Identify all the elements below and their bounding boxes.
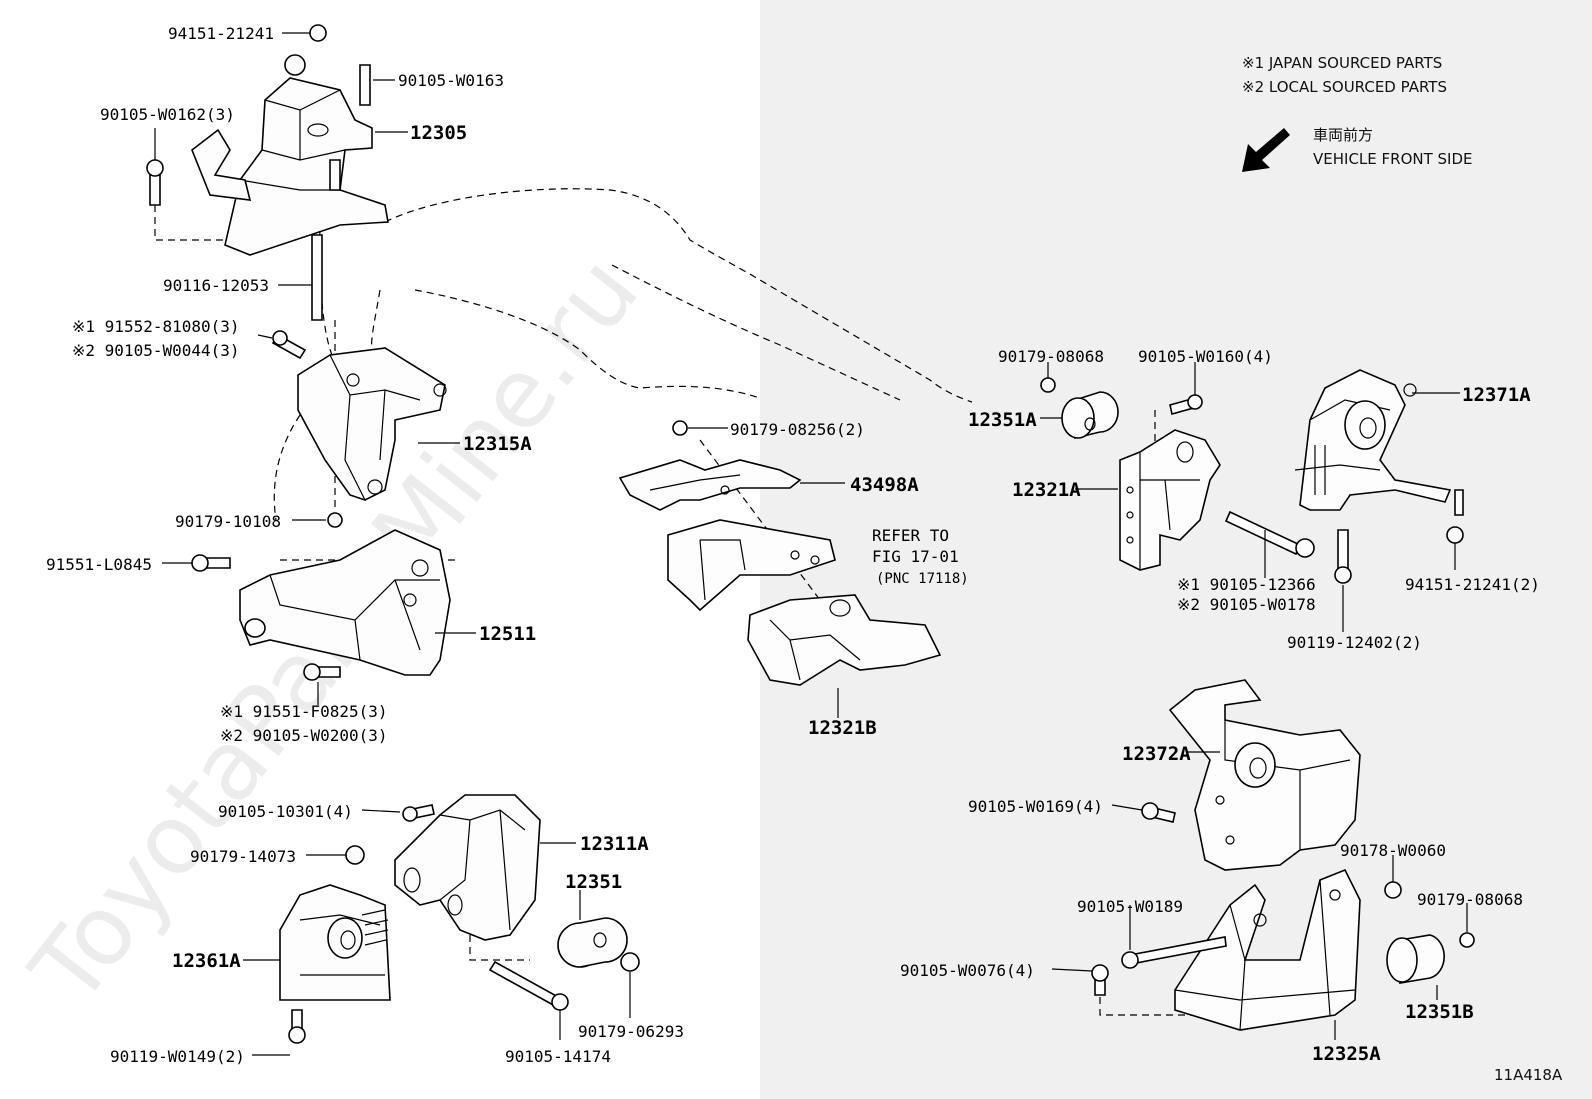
- label-90179-08068-a[interactable]: 90179-08068: [998, 347, 1104, 366]
- part-12372A-mount: [1168, 679, 1361, 871]
- nut-90179-06293: [620, 952, 640, 972]
- nut-94151-21241: [309, 24, 327, 42]
- label-90105-W0189[interactable]: 90105-W0189: [1077, 897, 1183, 916]
- refer-note: REFER TO FIG 17-01 (PNC 17118): [872, 526, 969, 587]
- bolt-90105-W0163: [359, 64, 371, 106]
- legend-note-2: ※2 LOCAL SOURCED PARTS: [1242, 78, 1447, 96]
- nut-94151-21241-b: [1446, 526, 1464, 544]
- part-12305-bracket: [191, 54, 389, 256]
- label-90105-W0169[interactable]: 90105-W0169(4): [968, 797, 1103, 816]
- label-12372A[interactable]: 12372A: [1122, 743, 1191, 765]
- label-90179-06293[interactable]: 90179-06293: [578, 1022, 684, 1041]
- nut-90179-10108: [327, 512, 343, 528]
- label-12321B[interactable]: 12321B: [808, 717, 877, 739]
- part-12371A-insulator: [1294, 369, 1452, 511]
- nut-90178-W0060: [1384, 881, 1402, 899]
- label-90105-W0200[interactable]: ※2 90105-W0200(3): [220, 726, 388, 745]
- label-90119-12402[interactable]: 90119-12402(2): [1287, 633, 1422, 652]
- label-90105-W0162[interactable]: 90105-W0162(3): [100, 105, 235, 124]
- label-12311A[interactable]: 12311A: [580, 833, 649, 855]
- label-90105-W0044[interactable]: ※2 90105-W0044(3): [72, 341, 240, 360]
- label-90105-W0160[interactable]: 90105-W0160(4): [1138, 347, 1273, 366]
- nut-90179-08256: [672, 420, 688, 436]
- part-12321B-bracket: [667, 519, 942, 686]
- part-12325A-bracket: [1174, 868, 1361, 1031]
- front-direction-arrow-icon: [1242, 128, 1290, 172]
- label-43498A[interactable]: 43498A: [850, 474, 919, 496]
- label-91551-L0845[interactable]: 91551-L0845: [46, 555, 152, 574]
- bolt-94151-upper: [1454, 489, 1464, 516]
- bolt-90105-14174: [488, 960, 562, 1008]
- label-90178-W0060[interactable]: 90178-W0060: [1340, 841, 1446, 860]
- label-12321A[interactable]: 12321A: [1012, 479, 1081, 501]
- legend-note-1: ※1 JAPAN SOURCED PARTS: [1242, 54, 1442, 72]
- part-12321A-bracket: [1119, 429, 1221, 571]
- part-12351B-bushing: [1386, 934, 1445, 984]
- nut-90179-14073: [345, 845, 365, 865]
- label-12351[interactable]: 12351: [565, 871, 622, 893]
- part-43498A-shield: [618, 459, 802, 511]
- label-90116-12053[interactable]: 90116-12053: [163, 276, 269, 295]
- label-12511[interactable]: 12511: [479, 623, 536, 645]
- label-90179-08256[interactable]: 90179-08256(2): [730, 420, 865, 439]
- part-12311A-bracket: [394, 794, 541, 941]
- label-90105-14174[interactable]: 90105-14174: [505, 1047, 611, 1066]
- label-90179-10108[interactable]: 90179-10108: [175, 512, 281, 531]
- label-90105-W0076[interactable]: 90105-W0076(4): [900, 961, 1035, 980]
- label-90105-12366[interactable]: ※1 90105-12366: [1177, 575, 1316, 594]
- label-90105-W0163[interactable]: 90105-W0163: [398, 71, 504, 90]
- refer-line-3: (PNC 17118): [876, 571, 969, 587]
- label-90105-W0178[interactable]: ※2 90105-W0178: [1177, 595, 1316, 614]
- stud-upper: [329, 159, 341, 191]
- label-94151-21241-2[interactable]: 94151-21241(2): [1405, 575, 1540, 594]
- refer-line-1: REFER TO: [872, 526, 949, 545]
- leader-lines: [154, 32, 1468, 1056]
- part-labels: 94151-21241 90105-W0163 90105-W0162(3) 1…: [46, 24, 1540, 1066]
- label-12315A[interactable]: 12315A: [463, 433, 532, 455]
- part-12511-bracket: [239, 529, 451, 676]
- label-12361A[interactable]: 12361A: [172, 950, 241, 972]
- label-12351A[interactable]: 12351A: [968, 409, 1037, 431]
- label-90119-W0149[interactable]: 90119-W0149(2): [110, 1047, 245, 1066]
- label-12305[interactable]: 12305: [410, 122, 467, 144]
- part-12315A-bracket: [297, 347, 447, 501]
- nut-90179-08068b: [1459, 932, 1475, 948]
- label-90105-10301[interactable]: 90105-10301(4): [218, 802, 353, 821]
- legend: ※1 JAPAN SOURCED PARTS ※2 LOCAL SOURCED …: [1242, 54, 1473, 168]
- direction-label-en: VEHICLE FRONT SIDE: [1313, 150, 1473, 168]
- label-94151-21241[interactable]: 94151-21241: [168, 24, 274, 43]
- nut-90179-08068a: [1040, 377, 1056, 393]
- stud-90116-12053: [311, 234, 323, 321]
- label-90179-14073[interactable]: 90179-14073: [190, 847, 296, 866]
- label-12325A[interactable]: 12325A: [1312, 1043, 1381, 1065]
- part-12351A-bushing: [1061, 391, 1119, 440]
- figure-code: 11A418A: [1494, 1066, 1563, 1084]
- part-12351-bushing: [557, 917, 628, 968]
- label-90179-08068-b[interactable]: 90179-08068: [1417, 890, 1523, 909]
- label-91552-81080[interactable]: ※1 91552-81080(3): [72, 317, 240, 336]
- part-12361A-insulator: [279, 884, 391, 1001]
- label-91551-F0825[interactable]: ※1 91551-F0825(3): [220, 702, 388, 721]
- label-12351B[interactable]: 12351B: [1405, 1001, 1474, 1023]
- shaded-panel: [760, 0, 1592, 1099]
- bolt-90105-12366: [1224, 510, 1302, 556]
- fasteners: [146, 24, 1475, 1044]
- label-12371A[interactable]: 12371A: [1462, 384, 1531, 406]
- refer-line-2: FIG 17-01: [872, 547, 959, 566]
- direction-label-jp: 車両前方: [1313, 126, 1373, 144]
